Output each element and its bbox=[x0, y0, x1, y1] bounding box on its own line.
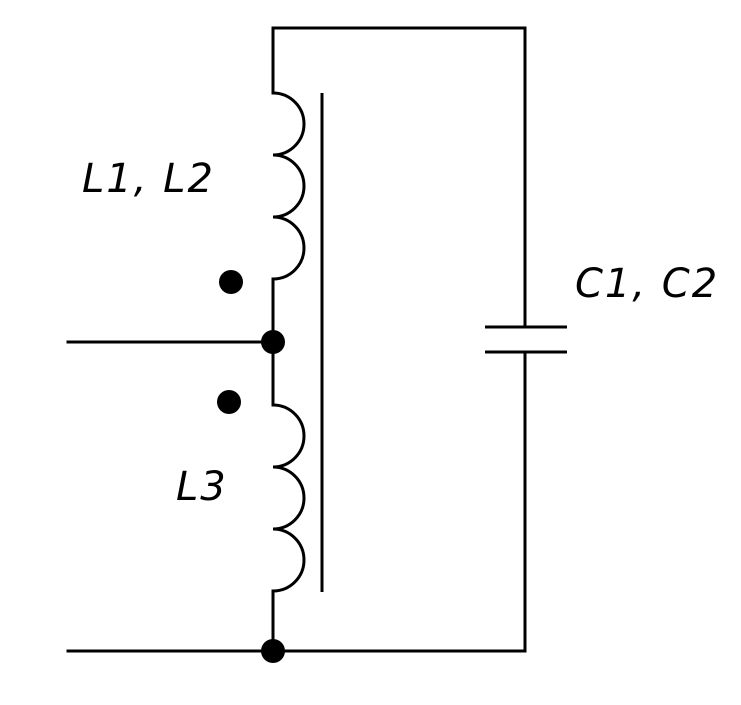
bottom-wire bbox=[66, 350, 527, 653]
polarity-dot-l3 bbox=[217, 390, 241, 414]
label-l3: L3 bbox=[176, 464, 228, 510]
junction-node-tap bbox=[261, 330, 285, 354]
label-c1-c2: C1, C2 bbox=[575, 261, 719, 307]
junction-node-bottom bbox=[261, 639, 285, 663]
inductor-l1-l2 bbox=[271, 91, 306, 281]
inductor-l3 bbox=[271, 403, 306, 593]
label-l1-l2: L1, L2 bbox=[82, 156, 215, 202]
top-wire bbox=[271, 26, 527, 329]
polarity-dot-l1-l2 bbox=[219, 270, 243, 294]
